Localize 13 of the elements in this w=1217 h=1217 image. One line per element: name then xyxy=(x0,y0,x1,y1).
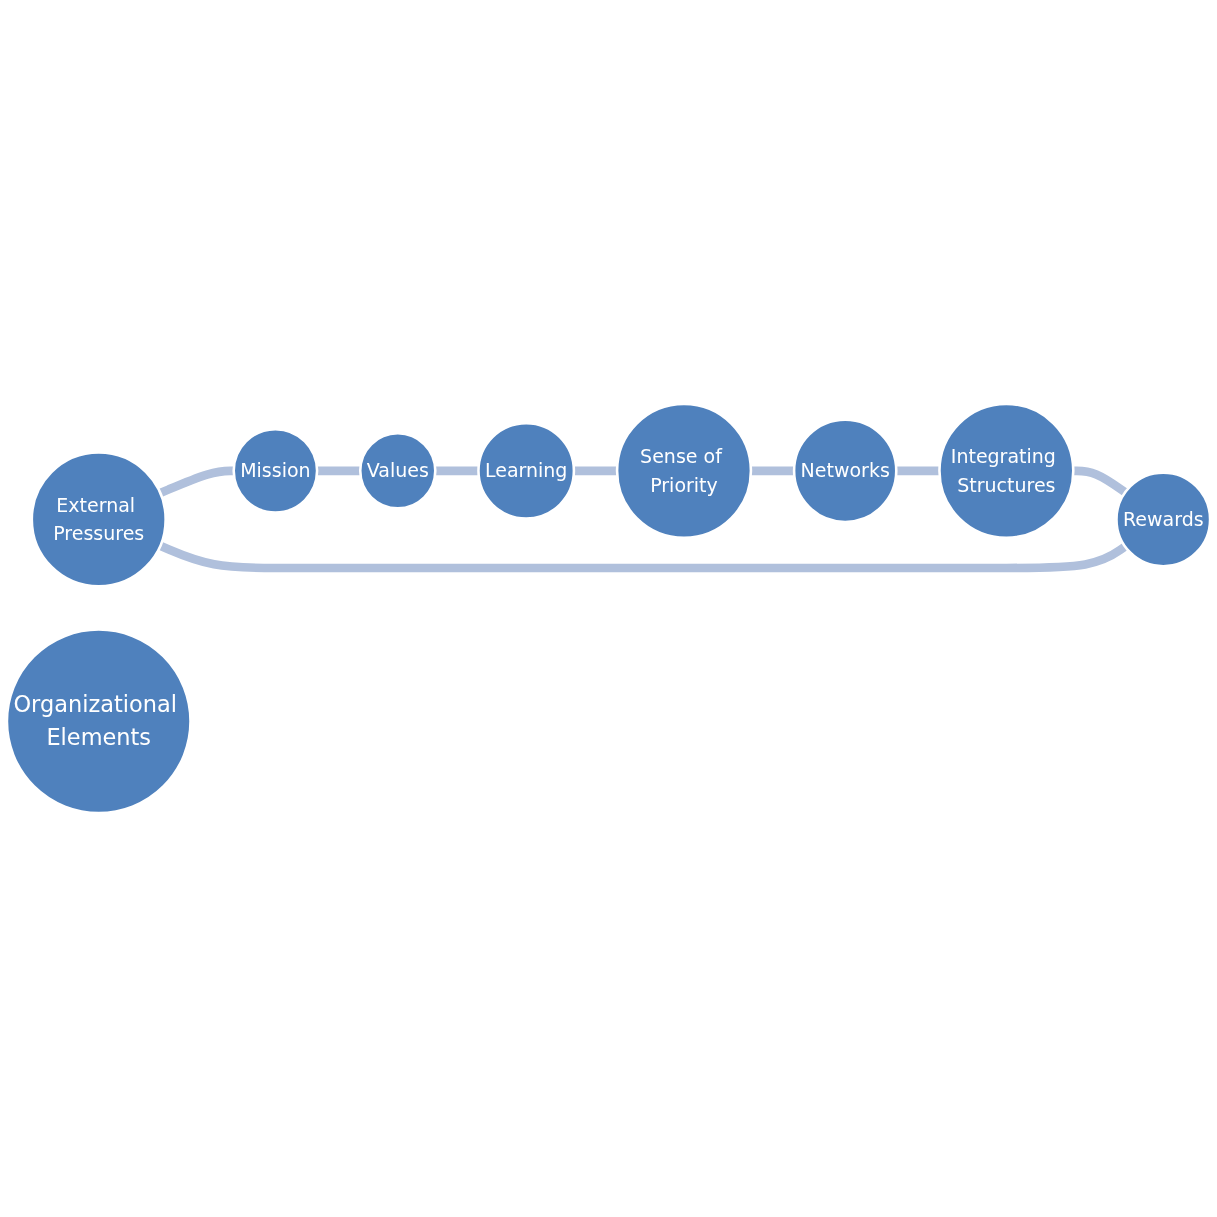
node-circle: Integrating Structures xyxy=(938,402,1075,540)
node-circle: Rewards xyxy=(1115,471,1212,568)
node-circle: Networks xyxy=(792,418,898,524)
connector xyxy=(158,541,1128,573)
node-circle: External Pressures xyxy=(30,451,167,588)
connector xyxy=(750,466,795,476)
connector xyxy=(573,466,618,476)
node-circle: Sense of Priority xyxy=(615,402,753,540)
connector xyxy=(316,466,361,476)
node-circle: Organizational Elements xyxy=(5,628,192,815)
node-circle: Values xyxy=(358,432,437,510)
node-circle: Mission xyxy=(232,427,319,514)
node-circle: Learning xyxy=(477,421,576,520)
